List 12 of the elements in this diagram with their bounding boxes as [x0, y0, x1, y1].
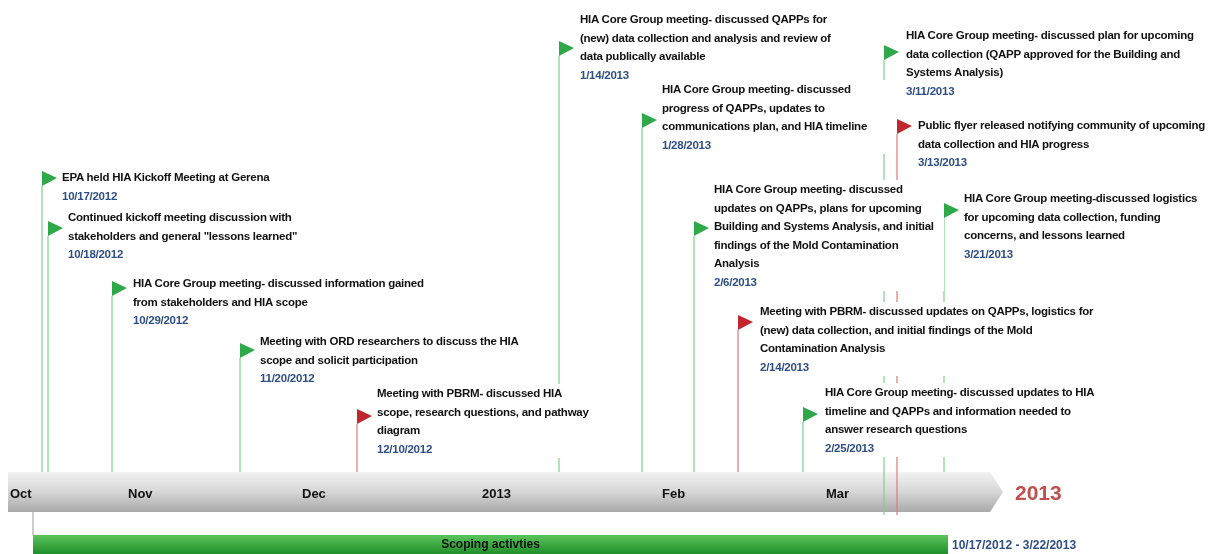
year-label: 2013	[482, 486, 511, 501]
event-description: Meeting with PBRM- discussed HIA scope, research questions, and pathway diagram	[377, 384, 592, 440]
month-label: Feb	[662, 486, 686, 501]
month-label: Oct	[10, 486, 32, 501]
year-label: 2013	[1015, 481, 1062, 505]
month-label: Mar	[826, 486, 850, 501]
scoping-bar: Scoping activties	[33, 535, 948, 554]
event-description: HIA Core Group meeting- discussed updates on QAPPs, plans for upcoming Building and Systems Analysis, and initial findings of the Mold Contamination Analysis	[714, 180, 944, 273]
date-range: 10/17/2012 - 3/22/2013	[952, 538, 1077, 552]
month-label: Dec	[302, 486, 326, 501]
month-label: Nov	[128, 486, 153, 501]
event-description: Meeting with PBRM- discussed updates on QAPPs, logistics for (new) data collection, and initial findings of the Mold Contamination Analysis	[760, 302, 1095, 358]
